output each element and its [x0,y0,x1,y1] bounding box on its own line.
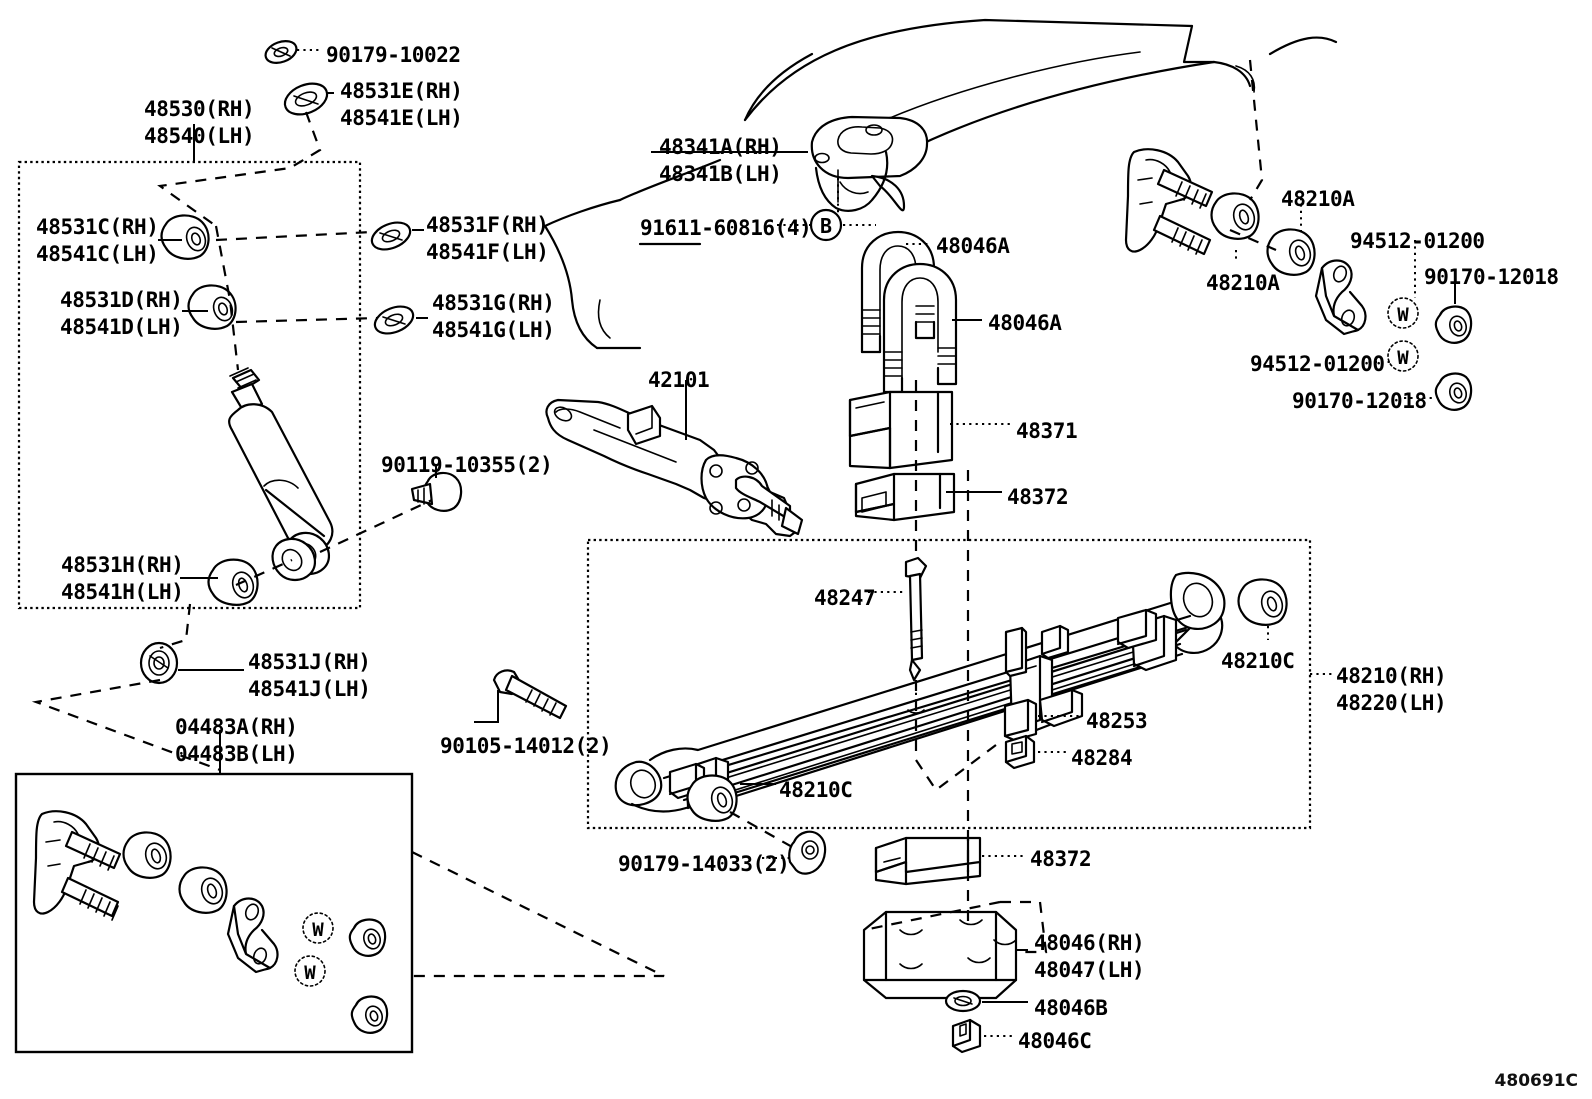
part-number-label: 48210A [1281,187,1355,211]
part-number-label: 48531F(RH) 48541F(LH) [426,213,549,264]
part-number-label: 48247 [814,586,876,610]
part-number-label: 48210C [779,778,853,802]
svg-text:W: W [304,962,316,984]
part-number-label: 04483A(RH) 04483B(LH) [175,715,298,766]
assembly-guides [31,59,1277,978]
part-number-label: 48531H(RH) 48541H(LH) [61,553,184,604]
part-number-label: 90179-14033(2) [618,852,790,876]
svg-text:W: W [1397,347,1409,369]
part-number-label: 48210A [1206,271,1280,295]
part-number-label: 48531C(RH) 48541C(LH) [36,215,159,266]
svg-text:W: W [1397,304,1409,326]
part-number-label: 90170-12018 [1424,265,1559,289]
part-number-label: 48531E(RH) 48541E(LH) [340,79,463,130]
part-number-label: 48046B [1034,996,1108,1020]
part-number-label: 48046A [936,234,1010,258]
diagram-watermark: 480691C [1494,1071,1578,1091]
part-number-label: 48531G(RH) 48541G(LH) [432,291,555,342]
part-number-label: 48530(RH) 48540(LH) [144,97,255,148]
part-number-label: 48210(RH) 48220(LH) [1336,664,1447,715]
part-number-label: 48046(RH) 48047(LH) [1034,931,1145,982]
part-number-label: 48531J(RH) 48541J(LH) [248,650,371,701]
part-number-label: 48341A(RH) 48341B(LH) [659,135,782,186]
part-number-label: 90179-10022 [326,43,461,67]
svg-text:W: W [312,919,324,941]
part-number-label: 48046C [1018,1029,1092,1053]
part-number-label: 48531D(RH) 48541D(LH) [60,288,183,339]
part-number-label: 91611-60816(4) [640,216,812,240]
part-number-label: 48372 [1007,485,1069,509]
svg-text:B: B [820,214,832,238]
part-number-label: 94512-01200 [1250,352,1385,376]
part-number-label: 48371 [1016,419,1078,443]
part-number-label: 48372 [1030,847,1092,871]
part-number-label: 90119-10355(2) [381,453,553,477]
part-number-label: 48210C [1221,649,1295,673]
shock-absorber-group-box [17,160,362,610]
part-number-label: 48284 [1071,746,1133,770]
leader-lines [158,49,1456,1037]
leaf-spring-group-box [586,538,1312,830]
part-number-label: 48046A [988,311,1062,335]
part-number-label: 48253 [1086,709,1148,733]
part-number-label: 94512-01200 [1350,229,1485,253]
part-number-label: 90170-12018 [1292,389,1427,413]
part-number-label: 42101 [648,368,710,392]
part-number-label: 90105-14012(2) [440,734,612,758]
shackle-kit-group-box [14,772,414,1054]
